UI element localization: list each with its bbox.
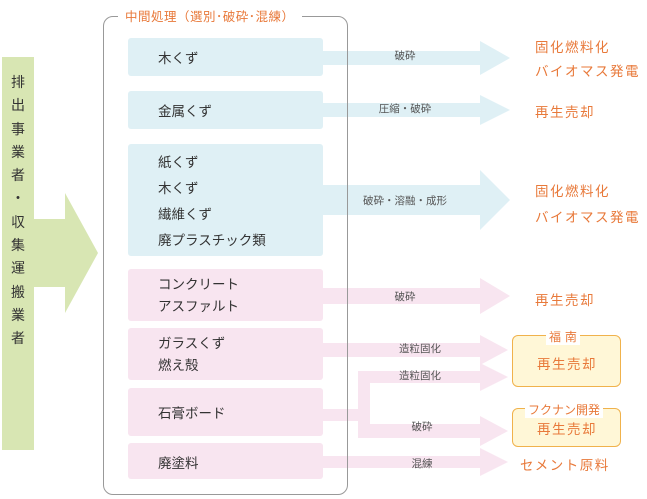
flow-arrow-mixed — [323, 170, 510, 230]
process-label: 圧縮・破砕 — [378, 103, 432, 115]
source-char: 者 — [11, 331, 25, 348]
source-char: 排 — [11, 75, 25, 91]
source-char: 出 — [11, 98, 25, 115]
category-glass: ガラスくず 燃え殻 — [128, 328, 323, 380]
category-paint: 廃塗料 — [128, 443, 323, 479]
company-label-fukunan: 福 南 — [546, 328, 580, 345]
outcome-mixed-fuel: 固化燃料化 — [535, 184, 610, 200]
category-line: 石膏ボード — [158, 406, 226, 422]
source-char: ・ — [11, 191, 25, 208]
category-mixed: 紙くず 木くず 繊維くず 廃プラスチック類 — [128, 144, 323, 256]
source-char: 業 — [11, 307, 25, 324]
flow-arrow-wood — [323, 41, 510, 75]
category-wood: 木くず — [128, 38, 323, 76]
category-line: 木くず — [158, 51, 199, 67]
source-char: 搬 — [11, 284, 25, 301]
category-line: 廃プラスチック類 — [158, 233, 266, 249]
process-label: 破砕・溶融・成形 — [363, 195, 447, 207]
outcome-metal: 再生売却 — [535, 105, 595, 121]
source-char: 事 — [11, 121, 25, 138]
category-line: アスファルト — [158, 299, 239, 315]
category-line: コンクリート — [158, 277, 239, 293]
process-label: 造粒固化 — [399, 343, 441, 355]
process-label: 造粒固化 — [399, 370, 441, 382]
outcome-concrete: 再生売却 — [535, 293, 595, 309]
source-char: 業 — [11, 144, 25, 161]
source-column — [2, 57, 34, 450]
process-label: 破砕 — [394, 50, 416, 62]
process-label: 破砕 — [394, 291, 416, 303]
flow-arrow-gypsum-granulate — [358, 363, 508, 409]
source-arrow — [34, 193, 98, 313]
source-label: 排 出 事 業 者 ・ 収 集 運 搬 業 者 — [2, 72, 34, 352]
category-line: ガラスくず — [158, 336, 226, 352]
category-concrete: コンクリート アスファルト — [128, 269, 323, 321]
category-metal: 金属くず — [128, 91, 323, 129]
outcome-fukunan-kaihatsu: 再生売却 — [537, 422, 597, 438]
category-line: 木くず — [158, 181, 199, 197]
flow-arrow-glass — [323, 335, 508, 365]
outcome-mixed-biomass: バイオマス発電 — [535, 210, 640, 226]
outcome-wood-biomass: バイオマス発電 — [535, 64, 640, 80]
flow-arrow-paint — [323, 448, 508, 476]
flow-arrow-gypsum-crush — [323, 409, 508, 446]
category-line: 燃え殻 — [158, 358, 199, 374]
outcome-wood-fuel: 固化燃料化 — [535, 40, 610, 56]
outcome-fukunan: 再生売却 — [537, 357, 597, 373]
source-char: 集 — [11, 238, 25, 255]
category-line: 紙くず — [158, 155, 199, 171]
category-line: 繊維くず — [158, 207, 212, 223]
flow-arrow-concrete — [323, 278, 510, 314]
processing-title: 中間処理（選別･破砕･混練） — [118, 6, 302, 25]
flow-arrow-metal — [323, 95, 510, 125]
source-char: 運 — [11, 261, 25, 278]
process-label: 混練 — [411, 458, 433, 470]
outcome-cement: セメント原料 — [520, 458, 610, 474]
category-line: 金属くず — [158, 104, 212, 120]
process-label: 破砕 — [411, 421, 433, 433]
source-char: 収 — [11, 214, 25, 231]
company-label-fukunan-kaihatsu: フクナン開発 — [525, 401, 604, 418]
category-gypsum: 石膏ボード — [128, 388, 323, 436]
category-line: 廃塗料 — [158, 456, 199, 472]
source-char: 者 — [11, 168, 25, 185]
